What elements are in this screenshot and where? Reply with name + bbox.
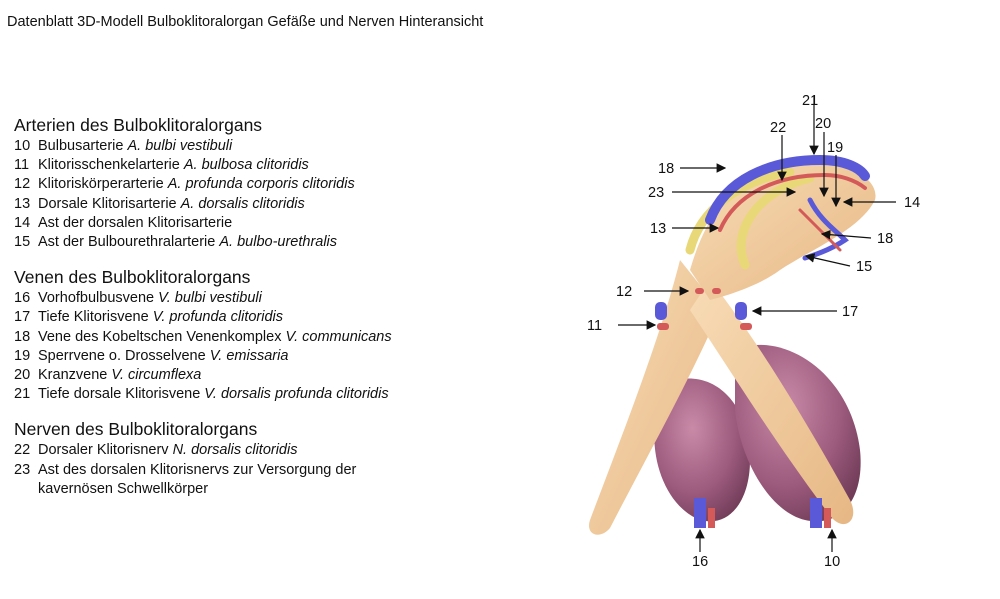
crus-artery-stub <box>657 323 669 330</box>
legend-latin-term: A. bulbosa clitoridis <box>183 157 309 174</box>
legend-section-arteries: Arterien des Bulboklitoralorgans 10 Bulbu… <box>14 114 574 252</box>
callout-23: 23 <box>648 185 664 201</box>
callout-19: 19 <box>827 140 843 156</box>
section-heading: Arterien des Bulboklitoralorgans <box>14 115 263 135</box>
legend-latin-term: V. dorsalis profunda clitoridis <box>204 386 389 403</box>
callout-14: 14 <box>904 195 920 211</box>
legend-item: 15 Ast der Bulbourethralarterie A. bulbo-… <box>14 233 574 252</box>
callout-18-top: 18 <box>658 161 674 177</box>
legend-item: 11 Klitorisschenkelarterie A. bulbosa cli… <box>14 156 574 175</box>
legend-latin-term: N. dorsalis clitoridis <box>172 442 298 459</box>
body-artery-stub-b <box>712 288 721 294</box>
legend-number: 17 <box>14 309 31 326</box>
legend-latin-term: A. profunda corporis clitoridis <box>167 176 355 193</box>
legend-latin-term: V. profunda clitoridis <box>152 309 284 326</box>
legend-item: 22 Dorsaler Klitorisnerv N. dorsalis clit… <box>14 441 574 460</box>
legend-latin-term: A. dorsalis clitoridis <box>180 195 305 212</box>
callout-21: 21 <box>802 93 818 109</box>
legend-item: 18 Vene des Kobeltschen Venenkomplex V. c… <box>14 328 574 347</box>
legend-number: 16 <box>14 290 31 307</box>
legend-item: 12 Klitoriskörperarterie A. profunda corp… <box>14 175 574 194</box>
callout-22: 22 <box>770 120 786 136</box>
legend-item: 23 Ast des dorsalen Klitorisnervs zur Ver… <box>14 461 574 499</box>
page-title: Datenblatt 3D-Modell Bulboklitoralorgan … <box>7 14 484 30</box>
legend-german-term: Sperrvene o. Drosselvene <box>38 347 206 364</box>
deep-artery-stub-right <box>740 323 752 330</box>
right-crus <box>690 280 854 525</box>
legend-number: 11 <box>14 157 30 174</box>
body-artery-stub-a <box>695 288 704 294</box>
legend-item: 10 Bulbusarterie A. bulbi vestibuli <box>14 137 574 156</box>
legend-number: 15 <box>14 234 31 251</box>
callout-labels: 21 22 20 19 18 23 14 13 18 15 12 11 17 1… <box>587 93 920 570</box>
legend-item: 17 Tiefe Klitorisvene V. profunda clitori… <box>14 308 574 327</box>
legend-number: 23 <box>14 461 31 478</box>
section-heading: Nerven des Bulboklitoralorgans <box>14 419 258 440</box>
legend-latin-term: A. bulbi vestibuli <box>127 138 233 154</box>
bulb-vein-right <box>810 498 822 528</box>
legend-german-term: Tiefe dorsale Klitorisvene <box>38 386 201 403</box>
legend-german-term: Klitorisschenkelarterie <box>38 157 180 174</box>
clitoral-body <box>589 160 876 535</box>
legend-german-term: Vorhofbulbusvene <box>38 290 155 307</box>
legend-item: 14 Ast der dorsalen Klitorisarterie <box>14 214 574 233</box>
legend-section-veins: Venen des Bulboklitoralorgans 16 Vorhofbu… <box>14 266 574 404</box>
legend-german-term: Vene des Kobeltschen Venenkomplex <box>38 328 282 345</box>
legend-german-term: Bulbusarterie <box>38 138 124 154</box>
legend-latin-term: V. circumflexa <box>111 367 202 384</box>
legend-german-term: Klitoriskörperarterie <box>38 176 164 193</box>
legend-number: 21 <box>14 386 31 403</box>
callout-11: 11 <box>587 318 602 334</box>
legend-latin-term: V. bulbi vestibuli <box>158 290 262 307</box>
legend-section-nerves: Nerven des Bulboklitoralorgans 22 Dorsale… <box>14 418 574 499</box>
legend-german-term: Tiefe Klitorisvene <box>38 309 149 326</box>
veins <box>655 154 870 528</box>
legend-number: 12 <box>14 176 31 193</box>
legend-german-term: Kranzvene <box>38 367 108 384</box>
legend-item: 13 Dorsale Klitorisarterie A. dorsalis cl… <box>14 195 574 214</box>
callout-16: 16 <box>692 554 708 570</box>
legend-number: 19 <box>14 347 31 364</box>
dorsal-artery <box>718 172 867 232</box>
left-bulb <box>654 378 750 522</box>
legend-latin-term: V. communicans <box>285 328 392 345</box>
legend-german-term: Dorsale Klitorisarterie <box>38 195 177 212</box>
legend-german-term: Ast des dorsalen Klitorisnervs zur Verso… <box>38 461 357 497</box>
callout-18-right: 18 <box>877 231 893 247</box>
legend-number: 18 <box>14 328 31 345</box>
legend-number: 13 <box>14 195 31 212</box>
callout-15: 15 <box>856 259 872 275</box>
section-heading: Venen des Bulboklitoralorgans <box>14 267 251 288</box>
deep-dorsal-vein <box>705 154 870 225</box>
legend-item: 16 Vorhofbulbusvene V. bulbi vestibuli <box>14 289 574 308</box>
dorsal-nerve-left <box>736 173 815 270</box>
legend-item: 19 Sperrvene o. Drosselvene V. emissaria <box>14 347 574 366</box>
callout-17: 17 <box>842 304 858 320</box>
legend-item: 21 Tiefe dorsale Klitorisvene V. dorsalis… <box>14 385 574 404</box>
callout-13: 13 <box>650 221 666 237</box>
callout-12: 12 <box>616 284 632 300</box>
bulb-artery-right <box>824 508 831 528</box>
anatomy-figure: 21 22 20 19 18 23 14 13 18 15 12 11 17 1… <box>587 93 920 570</box>
deep-vein-stub-left <box>655 302 667 320</box>
bulb-vein-left <box>694 498 706 528</box>
callout-10: 10 <box>824 554 840 570</box>
legend-german-term: Dorsaler Klitorisnerv <box>38 442 169 459</box>
legend-german-term: Ast der Bulbourethralarterie <box>38 234 216 251</box>
callout-arrows <box>618 96 896 552</box>
callout-20: 20 <box>815 116 831 132</box>
legend-number: 14 <box>14 214 31 231</box>
legend: Arterien des Bulboklitoralorgans 10 Bulbu… <box>14 114 574 513</box>
legend-number: 10 <box>14 138 31 154</box>
legend-latin-term: V. emissaria <box>209 347 289 364</box>
legend-latin-term: A. bulbo-urethralis <box>219 234 338 251</box>
left-crus <box>589 260 720 535</box>
legend-number: 22 <box>14 442 31 459</box>
bulb-artery-left <box>708 508 715 528</box>
deep-vein-stub-right <box>735 302 747 320</box>
legend-item: 20 Kranzvene V. circumflexa <box>14 366 574 385</box>
legend-german-term: Ast der dorsalen Klitorisarterie <box>38 214 233 231</box>
legend-number: 20 <box>14 367 31 384</box>
